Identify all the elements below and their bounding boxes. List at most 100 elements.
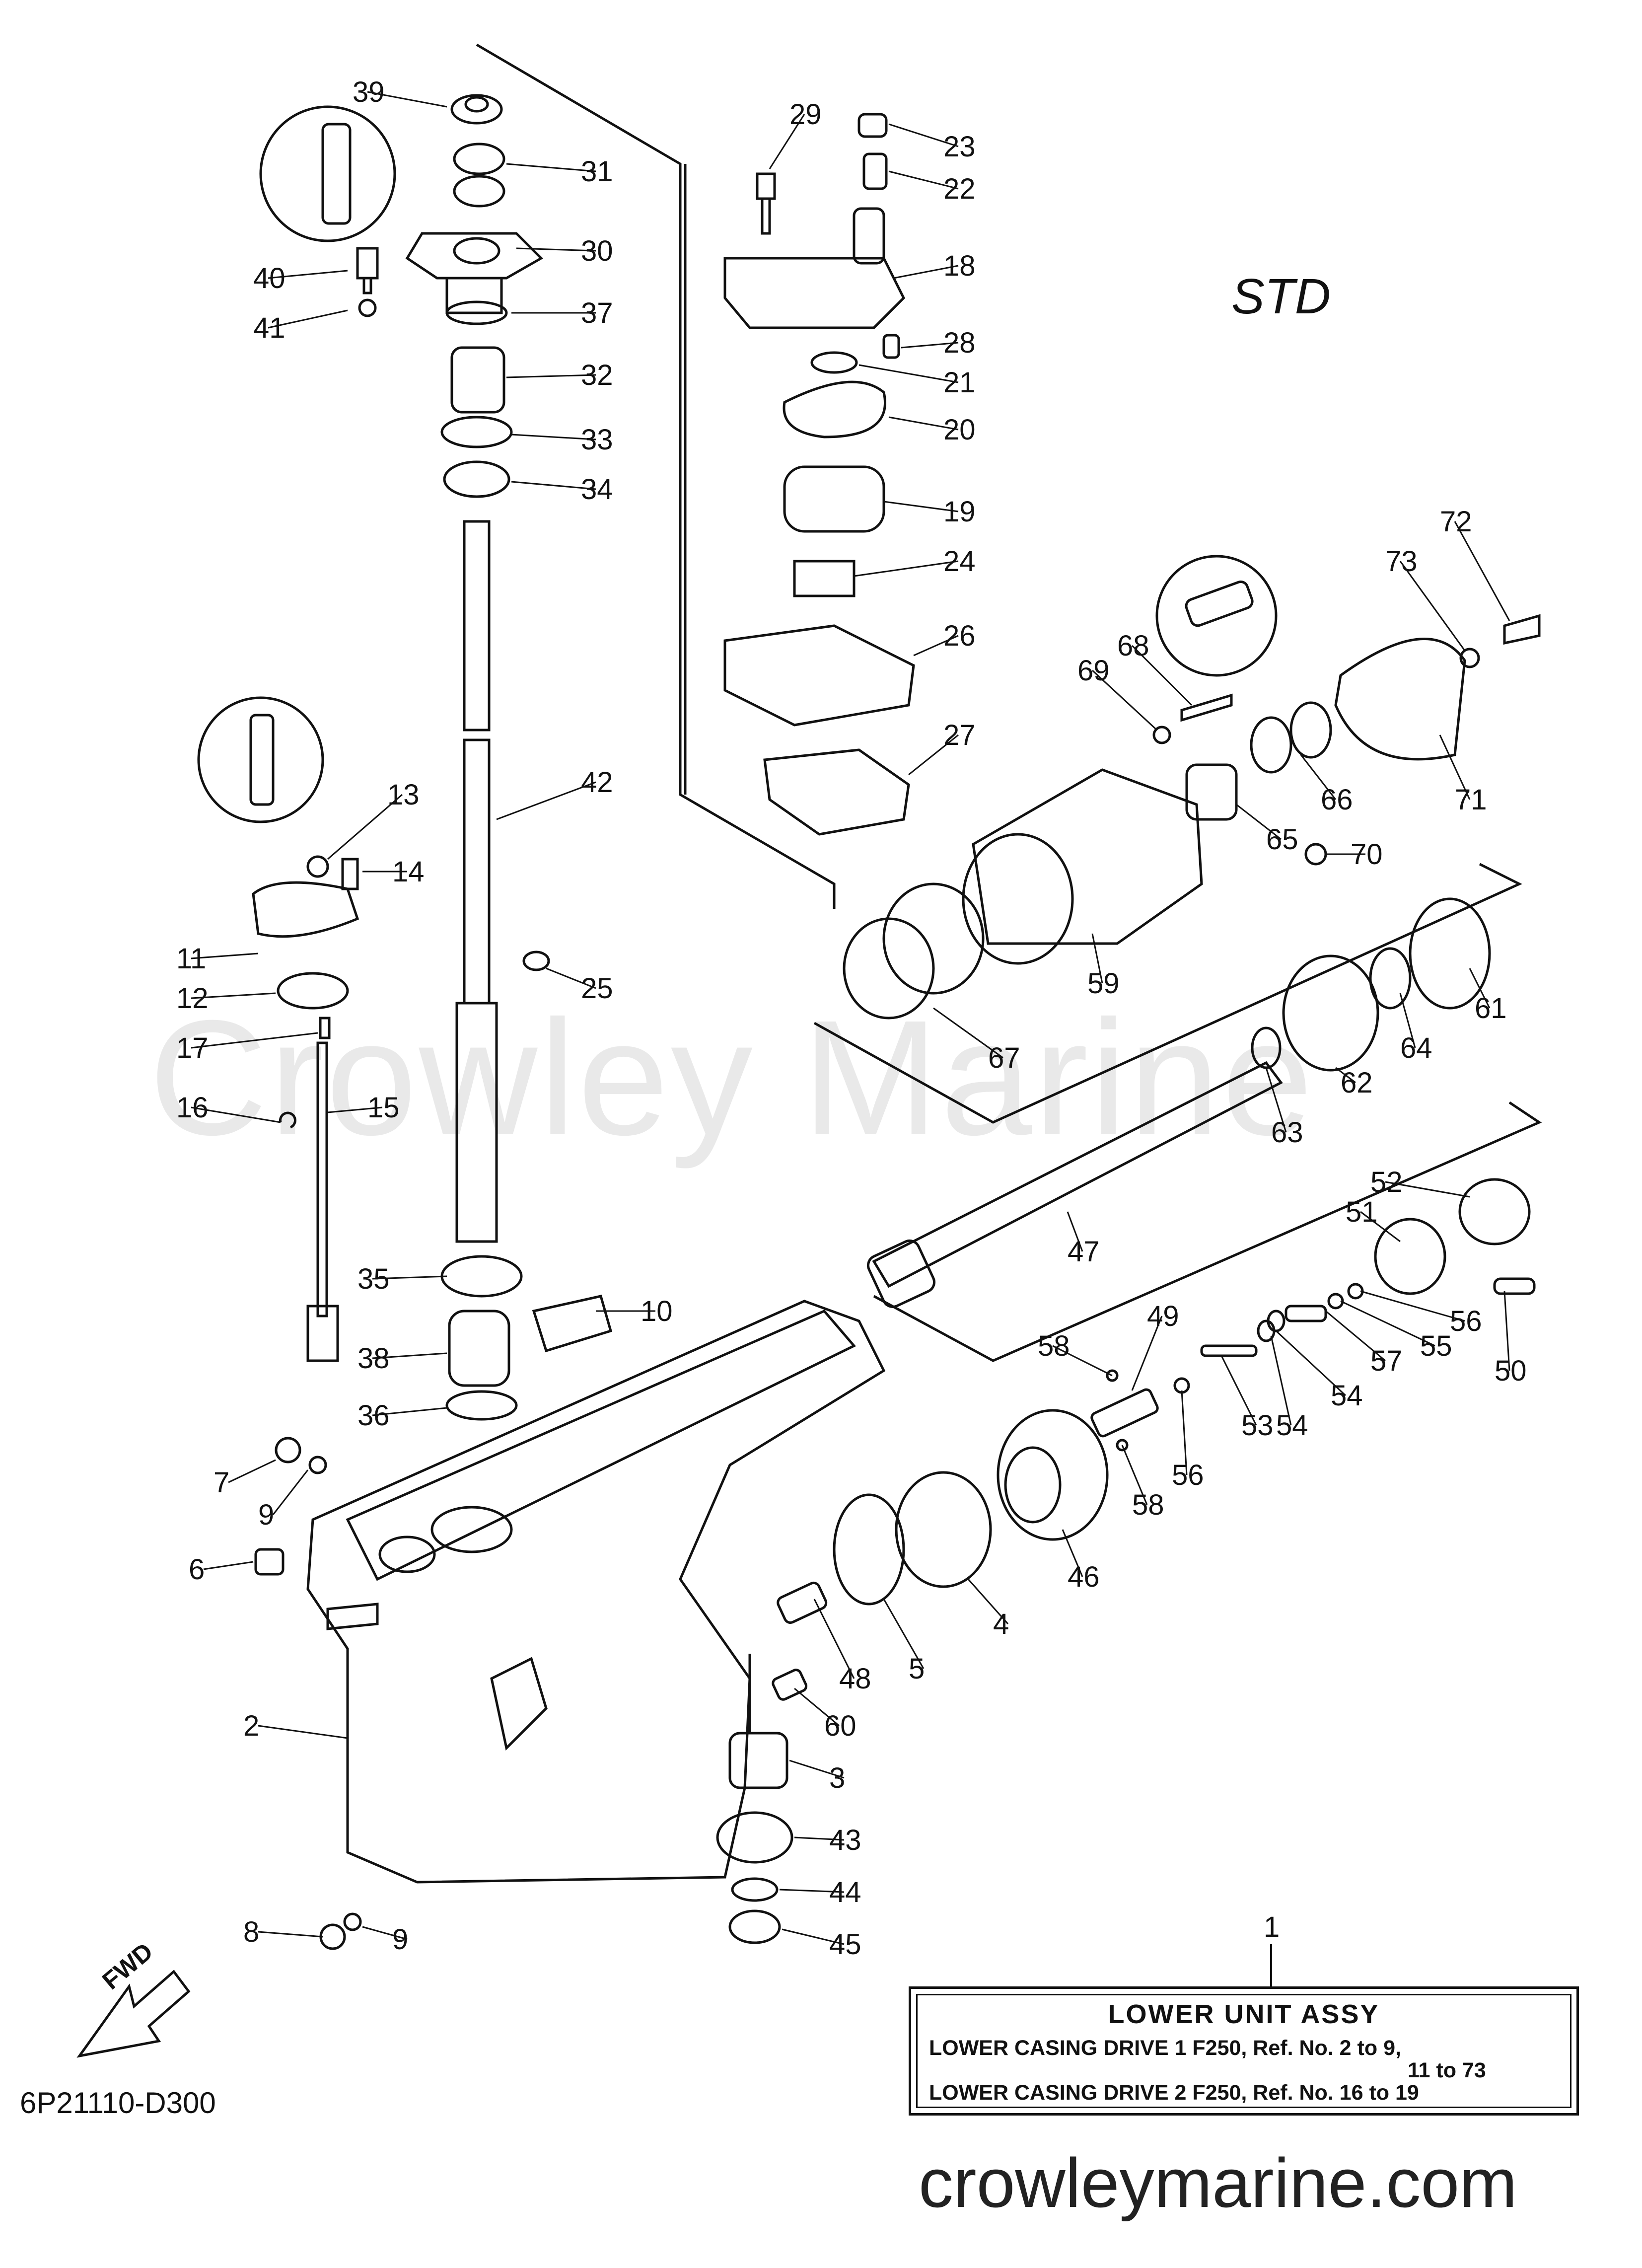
part-29-bolt [756,172,776,235]
diagram-code: 6P21110-D300 [20,2086,216,2120]
callout-leader-60 [794,1687,840,1727]
clutch-bracket-line [873,1101,1542,1362]
callout-leader-41 [268,309,348,329]
lower-bracket-line [813,863,1522,1124]
callout-leader-12 [191,992,276,999]
callout-21: 21 [943,366,976,399]
assembly-ref: 1 [1264,1911,1280,1943]
callout-leader-53 [1220,1355,1257,1426]
part-62-reverse-gear [1282,954,1379,1072]
part-43-pinion [716,1811,793,1864]
callout-leader-25 [546,967,596,989]
part-31-seals [453,143,505,175]
part-34-seat [443,460,510,498]
assembly-line-2: 11 to 73 [1408,2058,1486,2082]
detail-circle-1 [259,105,396,242]
casing-bore [430,1506,513,1553]
callout-60: 60 [824,1710,857,1742]
part-49-shift-slider [1090,1388,1159,1438]
callout-leader-49 [1131,1316,1163,1391]
callout-59: 59 [1087,967,1120,1000]
callout-leader-16 [191,1106,281,1123]
callout-leader-62 [1335,1067,1356,1084]
callout-9: 9 [258,1499,274,1531]
callout-13: 13 [387,779,420,811]
callout-leader-69 [1091,669,1158,731]
part-57-spring [1285,1305,1327,1322]
part-65-bearing [1185,763,1238,821]
callout-7: 7 [214,1466,229,1499]
callout-65: 65 [1266,823,1298,856]
part-14-bolt [341,858,359,890]
part-38-spring-shim [448,1310,510,1387]
callout-leader-32 [506,374,596,378]
part-37-oring [445,300,508,325]
part-16-clip [279,1111,296,1129]
callout-leader-3 [789,1759,845,1779]
part-45-nut [728,1909,781,1944]
callout-leader-64 [1399,993,1416,1048]
callout-leader-63 [1265,1067,1287,1133]
callout-55: 55 [1420,1330,1452,1362]
callout-leader-44 [779,1889,845,1893]
part-30-housing [405,232,544,280]
callout-leader-15 [327,1106,383,1113]
callout-71: 71 [1455,784,1487,816]
callout-48: 48 [839,1663,871,1695]
callout-leader-72 [1454,521,1510,621]
callout-leader-35 [372,1275,447,1280]
callout-6: 6 [189,1553,205,1586]
part-15-shift-rod [316,1041,328,1317]
callout-leader-52 [1385,1181,1470,1198]
part-66-seal-b [1289,701,1332,759]
callout-leader-66 [1300,754,1337,800]
callout-leader-51 [1360,1211,1401,1243]
part-46-forward-gear [997,1409,1109,1541]
part-67-oring-b [882,882,985,995]
callout-leader-21 [858,364,959,383]
part-42-drive-shaft-top [463,520,491,732]
callout-56: 56 [1450,1305,1482,1337]
callout-25: 25 [581,972,613,1005]
callout-leader-73 [1399,561,1466,651]
callout-leader-54 [1275,1330,1347,1396]
callout-leader-50 [1503,1291,1510,1371]
callout-23: 23 [943,131,976,163]
part-51-dog-clutch [1374,1218,1446,1295]
callout-leader-27 [908,734,959,776]
part-71-housing-cap [1334,638,1466,761]
callout-63: 63 [1271,1116,1303,1149]
callout-50: 50 [1495,1355,1527,1387]
part-9-gasket [308,1456,327,1474]
part-39-seal [450,94,503,125]
callout-leader-13 [327,794,403,860]
callout-leader-8 [258,1931,323,1938]
callout-leader-4 [967,1579,1009,1624]
part-59-bearing-housing [972,768,1203,945]
part-40-bolt [356,247,379,294]
detail-circle-2 [197,696,324,823]
style-label: STD [1231,269,1331,324]
part-33-shim [440,416,513,448]
callout-leader-29 [769,114,805,169]
part-26-outer-plate [723,624,915,727]
part-69-washer [1152,726,1171,744]
callout-54: 54 [1331,1380,1363,1412]
part-22-tube [862,152,888,190]
part-11-cover [252,881,359,938]
part-12-oring [277,972,349,1010]
callout-leader-40 [268,270,348,279]
part-5-shim [833,1493,905,1606]
part-53-shift-plunger [1200,1344,1258,1357]
callout-leader-56 [1360,1290,1465,1322]
callout-leader-33 [511,434,596,440]
part-58-ball-a [1106,1369,1119,1382]
callout-leader-23 [888,123,959,147]
callout-leader-30 [516,247,596,252]
part-9-gasket-lower [343,1912,362,1931]
callout-2: 2 [243,1710,259,1742]
callout-leader-24 [854,560,959,577]
callout-leader-59 [1091,933,1103,984]
callout-leader-54 [1270,1335,1292,1426]
